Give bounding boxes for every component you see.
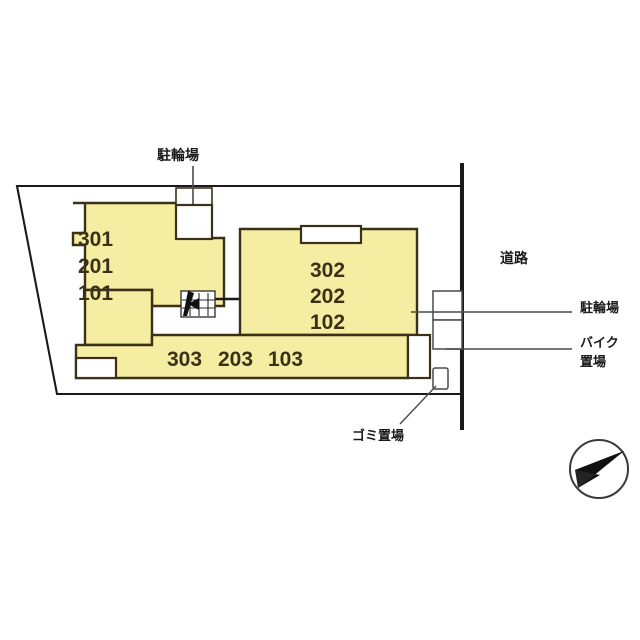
stairwell-arrow-icon — [188, 298, 199, 310]
stairwell-direction-wedge — [183, 291, 194, 316]
unit-label-103: 103 — [268, 348, 303, 371]
unit-label-102: 102 — [310, 311, 345, 334]
garbage-area-box — [432, 367, 449, 390]
unit-label-203: 203 — [218, 348, 253, 371]
label-garbage-area: ゴミ置場 — [352, 428, 404, 444]
balcony-east-block — [299, 224, 363, 245]
unit-label-202: 202 — [310, 285, 345, 308]
north-arrow — [569, 439, 629, 499]
bicycle-parking-box-right — [432, 290, 463, 321]
unit-label-303: 303 — [167, 348, 202, 371]
label-bicycle-parking-right: 駐輪場 — [580, 300, 619, 316]
notch-south-strip-right — [406, 333, 432, 380]
unit-label-101: 101 — [78, 282, 113, 305]
bicycle-parking-box-top — [174, 203, 214, 241]
notch-south-strip-left — [74, 356, 118, 380]
label-bicycle-parking-top: 駐輪場 — [157, 147, 199, 164]
label-motorcycle-parking-line1: バイク — [580, 336, 619, 351]
bicycle-parking-box-top-upper — [175, 187, 213, 206]
compass-needle-shadow-icon — [575, 451, 624, 488]
label-motorcycle-parking-line2: 置場 — [580, 354, 606, 370]
label-road: 道路 — [500, 250, 529, 267]
unit-label-302: 302 — [310, 259, 345, 282]
stairwell-symbol — [180, 290, 216, 318]
leader-line-garbage-area — [399, 385, 437, 425]
unit-label-301: 301 — [78, 228, 113, 251]
unit-label-201: 201 — [78, 255, 113, 278]
motorcycle-parking-box — [432, 319, 463, 350]
